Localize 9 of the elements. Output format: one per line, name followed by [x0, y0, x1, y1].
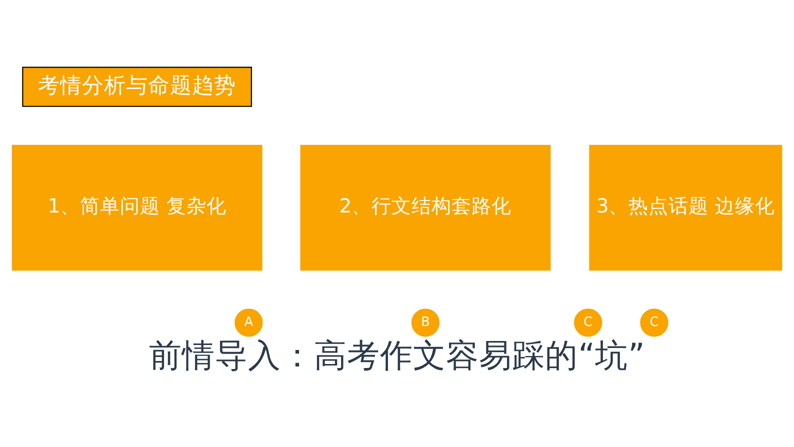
node-box: 2、行文结构套路化 [300, 144, 551, 270]
node-box: 1、简单问题 复杂化 [12, 144, 262, 270]
diagram-title: 前情导入：高考作文容易踩的“坑” [149, 336, 645, 374]
node-circle: C [640, 308, 668, 336]
node-circle: B [411, 308, 440, 336]
node-circle: A [234, 308, 263, 336]
node-box: 考情分析与命题趋势 [22, 66, 252, 106]
node-box: 3、热点话题 边缘化 [589, 144, 782, 270]
node-circle: C [574, 308, 602, 336]
